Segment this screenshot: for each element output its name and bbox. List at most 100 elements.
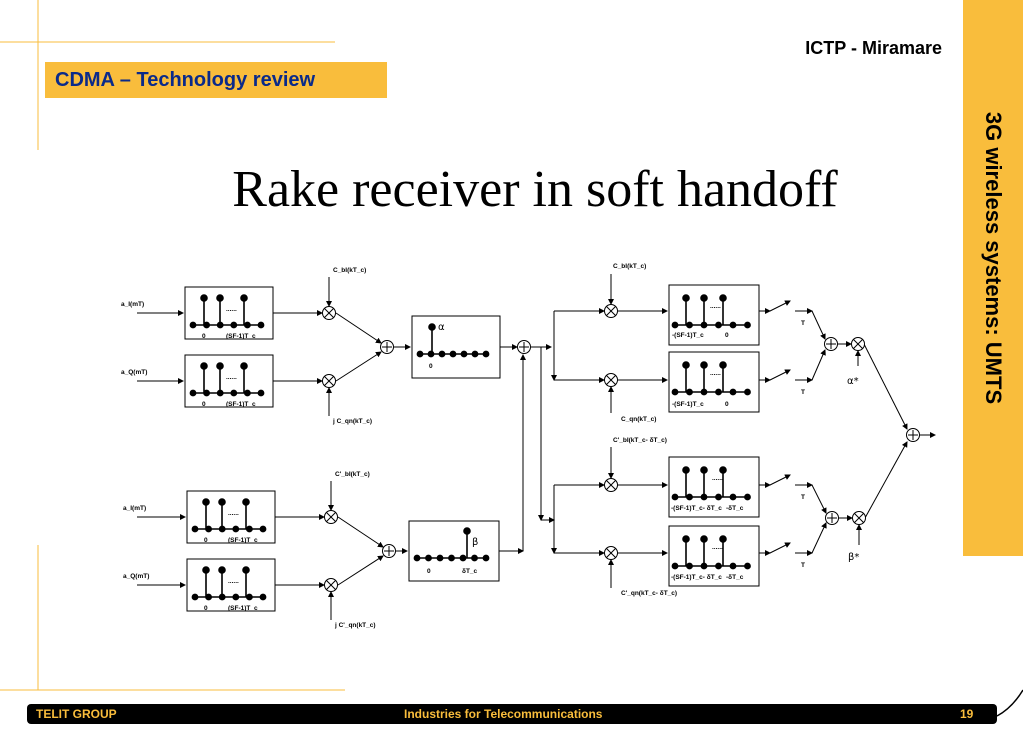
slide-title: Rake receiver in soft handoff [232,161,838,218]
weight-alpha-label: α* [847,376,859,387]
channel-label: 0 [427,568,431,575]
stem-dot [216,294,224,302]
sample-dot [744,493,751,501]
sample-dot [482,350,490,358]
sample-dot [686,388,693,396]
filter-label: -(SF-1)T_c- δT_c [671,574,722,581]
ellipsis-label: ...... [710,303,721,310]
filter-label: -δT_c [726,505,744,512]
switch-label: T [801,389,805,396]
sample-dot [449,350,457,358]
ellipsis-label: ...... [712,544,723,551]
ellipsis-label: ...... [228,578,239,585]
stem-dot [700,294,708,302]
topic-label: CDMA – Technology review [45,62,387,98]
stem-dot [719,535,727,543]
filter-label: (SF-1)T_c [228,537,258,544]
sample-dot [686,562,693,570]
multiplier-cross [606,375,616,385]
code-label: C'_bI(kT_c- δT_c) [613,437,667,444]
stem-dot [700,466,708,474]
code-label: C'_qn(kT_c- δT_c) [621,590,677,597]
stem-dot [682,466,690,474]
sample-dot [460,350,468,358]
sample-dot [715,562,722,570]
stem-dot [428,323,436,331]
sample-dot [671,562,679,570]
sample-dot [671,321,679,329]
course-title: 3G wireless systems: UMTS [981,111,1006,405]
sample-dot [744,321,751,329]
switch-label: T [801,494,805,501]
stem-dot [218,498,226,506]
stem-dot [240,362,248,370]
filter-label: 0 [202,401,206,408]
sample-dot [427,350,435,358]
sample-dot [715,388,722,396]
multiplier-cross [324,308,334,318]
stem-dot [700,535,708,543]
switch-label: T [801,562,805,569]
sample-dot [686,493,693,501]
rake-receiver-diagram: a_I(mT)a_Q(mT)a_I(mT)a_Q(mT)C_bI(kT_c)j … [121,263,936,629]
filter-label: (SF-1)T_c [226,333,256,340]
multiplier-cross [326,580,336,590]
matched-filter-box [668,525,760,587]
sample-dot [436,554,444,562]
stem-dot [218,566,226,574]
channel-alpha-label: α [438,322,445,333]
code-label: C_bI(kT_c) [333,267,366,274]
stem-dot [682,535,690,543]
matched-filter-box [184,354,274,408]
stem-dot [682,294,690,302]
ellipsis-label: ...... [226,374,237,381]
matched-filter-box [186,490,276,544]
filter-label: 0 [725,332,729,339]
sample-dot [729,321,737,329]
footer-bar: TELIT GROUP Industries for Telecommunica… [27,704,997,724]
stem-dot [240,294,248,302]
code-label: C_qn(kT_c) [621,416,656,423]
stem-dot [200,362,208,370]
multiplier-cross [606,480,616,490]
filter-label: -(SF-1)T_c [672,401,704,408]
matched-filter-box [668,456,760,518]
sample-dot [243,389,251,397]
sample-dot [191,525,199,533]
sample-dot [230,389,238,397]
stem-dot [200,294,208,302]
sample-dot [259,525,267,533]
channel-response-box [411,315,501,379]
filter-label: 0 [204,605,208,612]
sample-dot [744,388,751,396]
filter-label: (SF-1)T_c [228,605,258,612]
sample-dot [232,593,240,601]
org-name: ICTP - Miramare [805,38,942,58]
sample-dot [438,350,446,358]
filter-label: (SF-1)T_c [226,401,256,408]
stem-dot [242,498,250,506]
filter-label: -δT_c [726,574,744,581]
filter-label: 0 [725,401,729,408]
sample-dot [482,554,490,562]
sample-dot [259,593,267,601]
filter-label: -(SF-1)T_c- δT_c [671,505,722,512]
ellipsis-label: ...... [710,370,721,377]
ellipsis-label: ...... [712,475,723,482]
sample-dot [715,493,722,501]
multiplier-cross [606,548,616,558]
sample-dot [245,525,253,533]
side-band [963,0,1023,556]
code-label: j C'_qn(kT_c) [334,622,376,629]
sample-dot [257,389,265,397]
sample-dot [257,321,265,329]
stem-dot [242,566,250,574]
sample-dot [729,562,737,570]
multiplier-cross [854,513,864,523]
matched-filter-box [668,284,760,346]
multiplier-cross [326,512,336,522]
sample-dot [230,321,238,329]
sample-dot [413,554,421,562]
stem-dot [216,362,224,370]
